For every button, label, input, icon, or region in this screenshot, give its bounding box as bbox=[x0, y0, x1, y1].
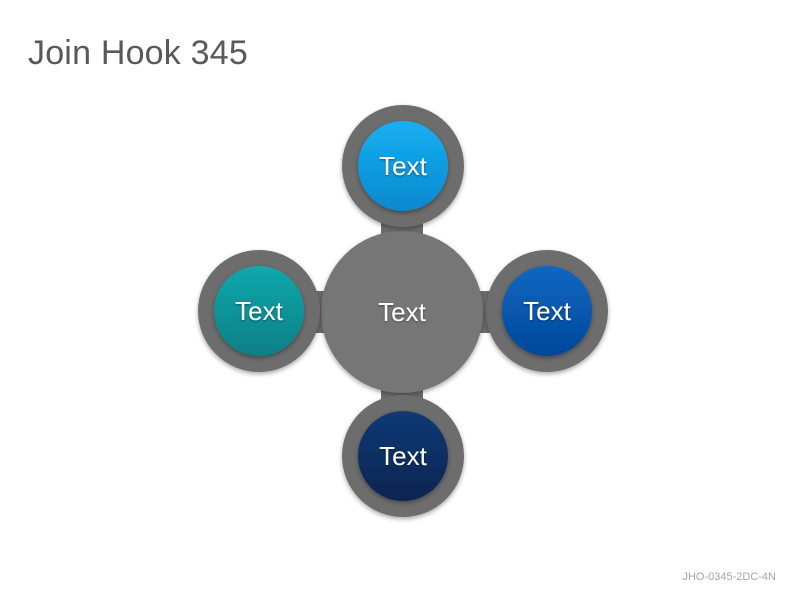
center-hub bbox=[321, 231, 483, 393]
node-right-disc bbox=[502, 266, 592, 356]
node-right: Text bbox=[486, 250, 608, 372]
node-top: Text bbox=[342, 105, 464, 227]
center-label: Text bbox=[378, 297, 426, 327]
node-left-label: Text bbox=[235, 296, 283, 326]
node-top-disc bbox=[358, 121, 448, 211]
node-left: Text bbox=[198, 250, 320, 372]
node-bottom-disc bbox=[358, 411, 448, 501]
footer-code: JHO-0345-2DC-4N bbox=[682, 571, 776, 583]
node-right-label: Text bbox=[523, 296, 571, 326]
page-title: Join Hook 345 bbox=[28, 34, 248, 72]
node-left-disc bbox=[214, 266, 304, 356]
node-bottom: Text bbox=[342, 395, 464, 517]
node-top-label: Text bbox=[379, 151, 427, 181]
node-bottom-label: Text bbox=[379, 441, 427, 471]
